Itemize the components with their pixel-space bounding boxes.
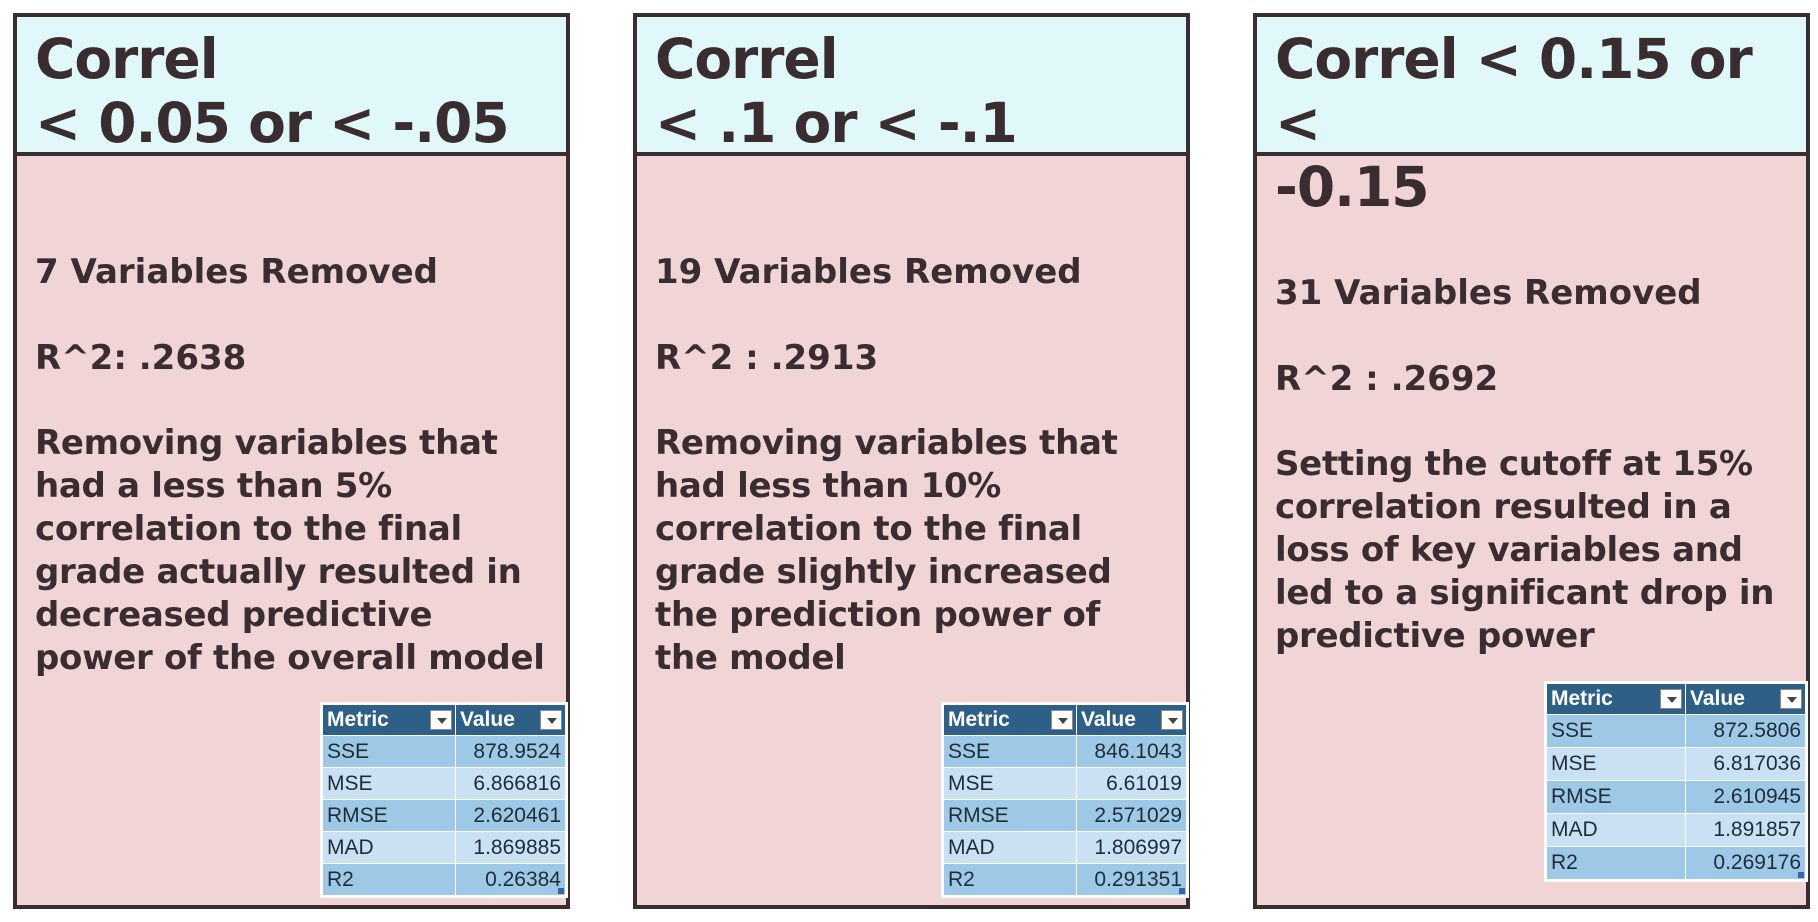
value-cell[interactable]: 846.1043 [1076, 735, 1188, 768]
metric-cell[interactable]: MAD [1545, 813, 1686, 847]
panel-title: Correl < .1 or < -.1 [655, 27, 1018, 155]
table-resize-handle[interactable] [1798, 872, 1804, 878]
panel-description: Setting the cutoff at 15% correlation re… [1275, 444, 1775, 656]
panel-header: Correl < .1 or < -.1 [637, 17, 1186, 156]
filter-dropdown-icon[interactable] [1051, 710, 1073, 730]
column-header-label: Metric [1551, 687, 1613, 710]
value-cell[interactable]: 1.869885 [455, 831, 567, 864]
table-row: R2 0.291351 [942, 863, 1188, 897]
column-header-metric[interactable]: Metric [321, 703, 456, 736]
value-cell[interactable]: 872.5806 [1685, 714, 1807, 748]
panel-correl-005: Correl < 0.05 or < -.05 7 Variables Remo… [13, 13, 570, 909]
panel-body: 19 Variables Removed R^2 : .2913 Removin… [655, 252, 1172, 680]
value-cell[interactable]: 2.610945 [1685, 780, 1807, 814]
metric-cell[interactable]: R2 [1545, 846, 1686, 881]
value-cell[interactable]: 2.571029 [1076, 799, 1188, 832]
metric-cell[interactable]: MAD [942, 831, 1077, 864]
column-header-value[interactable]: Value [1076, 703, 1188, 736]
value-cell[interactable]: 1.806997 [1076, 831, 1188, 864]
metric-cell[interactable]: MSE [1545, 747, 1686, 781]
column-header-label: Value [1690, 687, 1745, 710]
metric-cell[interactable]: RMSE [942, 799, 1077, 832]
panel-title: Correl < 0.15 or < -0.15 [1275, 27, 1753, 219]
variables-removed: 31 Variables Removed [1275, 273, 1702, 313]
metric-cell[interactable]: RMSE [321, 799, 456, 832]
column-header-label: Value [1081, 708, 1136, 731]
metric-cell[interactable]: R2 [321, 863, 456, 897]
column-header-label: Metric [327, 708, 389, 731]
metric-cell[interactable]: SSE [1545, 714, 1686, 748]
value-cell[interactable]: 0.26384 [455, 863, 567, 897]
r-squared: R^2 : .2692 [1275, 359, 1499, 399]
value-cell[interactable]: 0.291351 [1076, 863, 1188, 897]
panel-correl-01: Correl < .1 or < -.1 19 Variables Remove… [633, 13, 1190, 909]
metric-cell[interactable]: RMSE [1545, 780, 1686, 814]
panel-body: 7 Variables Removed R^2: .2638 Removing … [35, 252, 552, 680]
panel-header: Correl < 0.05 or < -.05 [17, 17, 566, 156]
filter-dropdown-icon[interactable] [1780, 689, 1802, 709]
panel-body: 31 Variables Removed R^2 : .2692 Setting… [1275, 273, 1792, 658]
panel-correl-015: Correl < 0.15 or < -0.15 31 Variables Re… [1253, 13, 1810, 909]
table-row: R2 0.269176 [1545, 846, 1807, 881]
value-text: 0.291351 [1094, 867, 1182, 891]
value-cell[interactable]: 1.891857 [1685, 813, 1807, 847]
column-header-value[interactable]: Value [455, 703, 567, 736]
filter-dropdown-icon[interactable] [1161, 710, 1183, 730]
metric-cell[interactable]: MAD [321, 831, 456, 864]
column-header-label: Value [460, 708, 515, 731]
panel-title: Correl < 0.05 or < -.05 [35, 27, 510, 155]
metric-cell[interactable]: SSE [321, 735, 456, 768]
table-resize-handle[interactable] [558, 888, 564, 894]
value-text: 0.269176 [1713, 851, 1801, 874]
filter-dropdown-icon[interactable] [1660, 689, 1682, 709]
metric-cell[interactable]: R2 [942, 863, 1077, 897]
value-cell[interactable]: 878.9524 [455, 735, 567, 768]
variables-removed: 7 Variables Removed [35, 252, 438, 292]
filter-dropdown-icon[interactable] [540, 710, 562, 730]
column-header-metric[interactable]: Metric [942, 703, 1077, 736]
metric-cell[interactable]: MSE [321, 767, 456, 800]
column-header-metric[interactable]: Metric [1545, 682, 1686, 715]
value-text: 0.26384 [485, 867, 561, 891]
value-cell[interactable]: 6.866816 [455, 767, 567, 800]
value-cell[interactable]: 0.269176 [1685, 846, 1807, 881]
column-header-label: Metric [948, 708, 1010, 731]
value-cell[interactable]: 6.817036 [1685, 747, 1807, 781]
metric-cell[interactable]: SSE [942, 735, 1077, 768]
panel-description: Removing variables that had less than 10… [655, 423, 1118, 678]
panel-header: Correl < 0.15 or < -0.15 [1257, 17, 1806, 219]
r-squared: R^2: .2638 [35, 338, 247, 378]
metric-cell[interactable]: MSE [942, 767, 1077, 800]
filter-dropdown-icon[interactable] [430, 710, 452, 730]
panel-description: Removing variables that had a less than … [35, 423, 545, 678]
value-cell[interactable]: 2.620461 [455, 799, 567, 832]
table-resize-handle[interactable] [1179, 888, 1185, 894]
value-cell[interactable]: 6.61019 [1076, 767, 1188, 800]
r-squared: R^2 : .2913 [655, 338, 879, 378]
table-row: R2 0.26384 [321, 863, 567, 897]
column-header-value[interactable]: Value [1685, 682, 1807, 715]
variables-removed: 19 Variables Removed [655, 252, 1082, 292]
